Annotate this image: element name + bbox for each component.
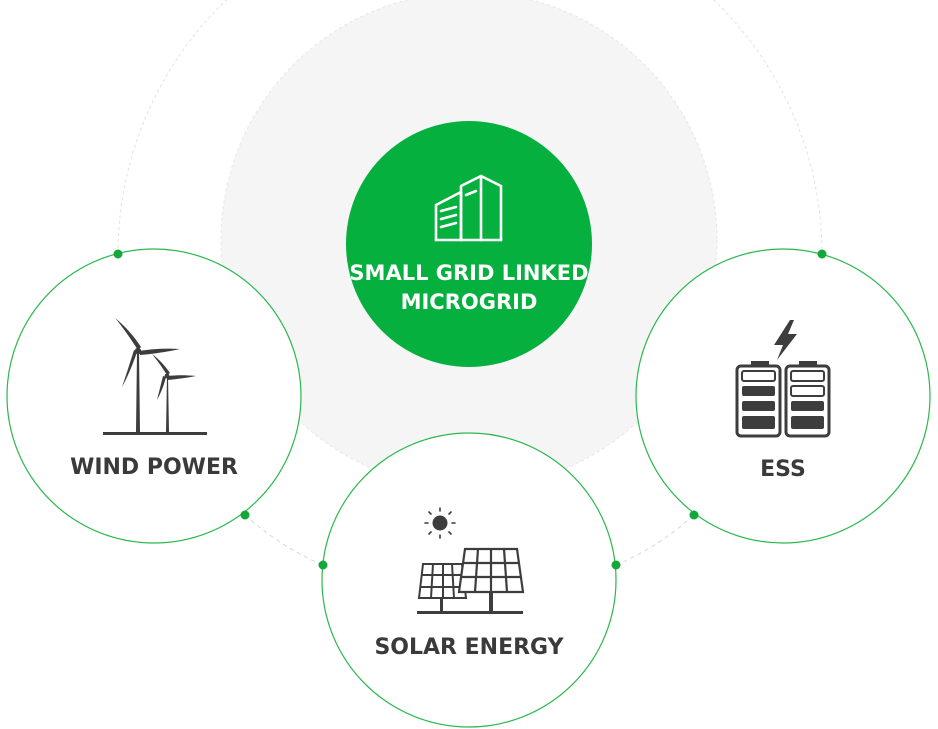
wind-turbine-icon [103, 318, 207, 435]
building-icon [434, 174, 503, 242]
node-wind-power[interactable]: WIND POWER [6, 248, 302, 544]
outer-orbit-arc [117, 0, 823, 255]
center-halo-edge [220, 0, 718, 489]
solar-panel-icon [417, 507, 525, 614]
dot-ess-top [817, 249, 827, 259]
battery-storage-icon [735, 320, 831, 438]
connector-dots [113, 249, 827, 570]
dot-solar-left [318, 560, 328, 570]
node-solar-energy[interactable]: SOLAR ENERGY [321, 432, 617, 728]
center-node[interactable] [346, 121, 592, 367]
dot-wind-top [113, 249, 123, 259]
lightning-bolt-icon [774, 320, 797, 360]
dot-ess-bottom [689, 510, 699, 520]
node-ess[interactable]: ESS [635, 248, 931, 544]
ess-label: ESS [760, 457, 806, 482]
connector-solar-ess [615, 514, 695, 566]
sun-icon [424, 507, 456, 539]
dot-wind-bottom [240, 510, 250, 520]
center-label-line2: MICROGRID [401, 290, 538, 314]
connector-wind-solar [244, 514, 324, 566]
solar-energy-label: SOLAR ENERGY [374, 635, 564, 660]
wind-power-label: WIND POWER [70, 455, 238, 480]
ess-node-ring [635, 248, 931, 544]
wind-node-ring [6, 248, 302, 544]
dot-solar-right [611, 560, 621, 570]
center-label-line1: SMALL GRID LINKED [349, 261, 588, 285]
